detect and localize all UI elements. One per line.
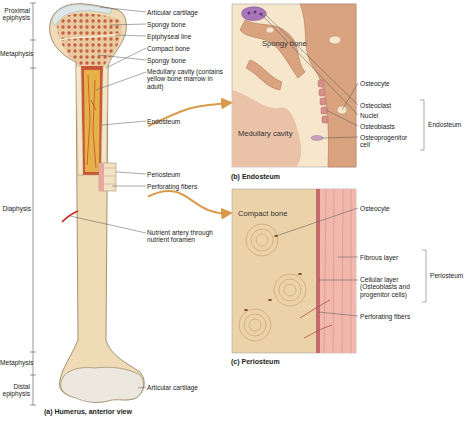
region-bracket (30, 3, 36, 405)
panel-caption: (c) Periosteum (231, 358, 280, 366)
part-label: Spongy bone (147, 57, 227, 64)
part-label: Medullary cavity (238, 130, 298, 139)
inset-panel: (b) Endosteum (231, 3, 357, 181)
part-label: Endosteum (147, 118, 227, 125)
part-label: Proximal epiphysis (0, 7, 30, 22)
part-label: Periosteum (147, 171, 227, 178)
part-label: Nuclei (360, 112, 420, 119)
part-label: Perforating fibers (147, 183, 227, 190)
leader-line (70, 7, 146, 388)
part-label: Metaphysis (0, 50, 31, 57)
part-label: Compact bone (147, 45, 227, 52)
part-label: Articular cartilage (147, 384, 227, 391)
periosteum-inset (232, 189, 356, 353)
part-label: Periosteum (430, 272, 474, 279)
humerus (50, 4, 145, 403)
part-label: Epiphyseal line (147, 33, 227, 40)
part-label: Spongy bone (147, 21, 227, 28)
leader-line (276, 208, 426, 316)
zoom-arrow (148, 103, 231, 127)
part-label: Perforating fibers (360, 313, 420, 320)
part-label: Nutrient artery through nutrient foramen (147, 229, 225, 244)
zoom-arrow (148, 191, 231, 213)
panel-caption: (b) Endosteum (231, 173, 280, 181)
part-label: Medullary cavity (contains yellow bone m… (147, 68, 227, 90)
part-label: Spongy bone (262, 40, 322, 49)
endosteum-inset (232, 4, 356, 167)
part-label: Diaphysis (0, 205, 31, 212)
part-label: Articular cartilage (147, 9, 227, 16)
part-label: Fibrous layer (360, 254, 420, 261)
part-label: Osteoclast (360, 102, 420, 109)
part-label: Metaphysis (0, 359, 31, 366)
panel-caption: (a) Humerus, anterior view (44, 408, 132, 416)
part-label: Osteoprogenitor cell (360, 134, 410, 149)
part-label: Osteoblasts (360, 123, 420, 130)
part-label: Osteocyte (360, 205, 420, 212)
part-label: Compact bone (238, 210, 298, 219)
part-label: Osteocyte (360, 80, 420, 87)
figure-panel: (a) Humerus, anterior view (44, 2, 148, 416)
part-label: Cellular layer (Osteoblasts and progenit… (360, 276, 420, 298)
part-label: Distal epiphysis (0, 383, 30, 398)
part-label: Endosteum (428, 121, 472, 128)
